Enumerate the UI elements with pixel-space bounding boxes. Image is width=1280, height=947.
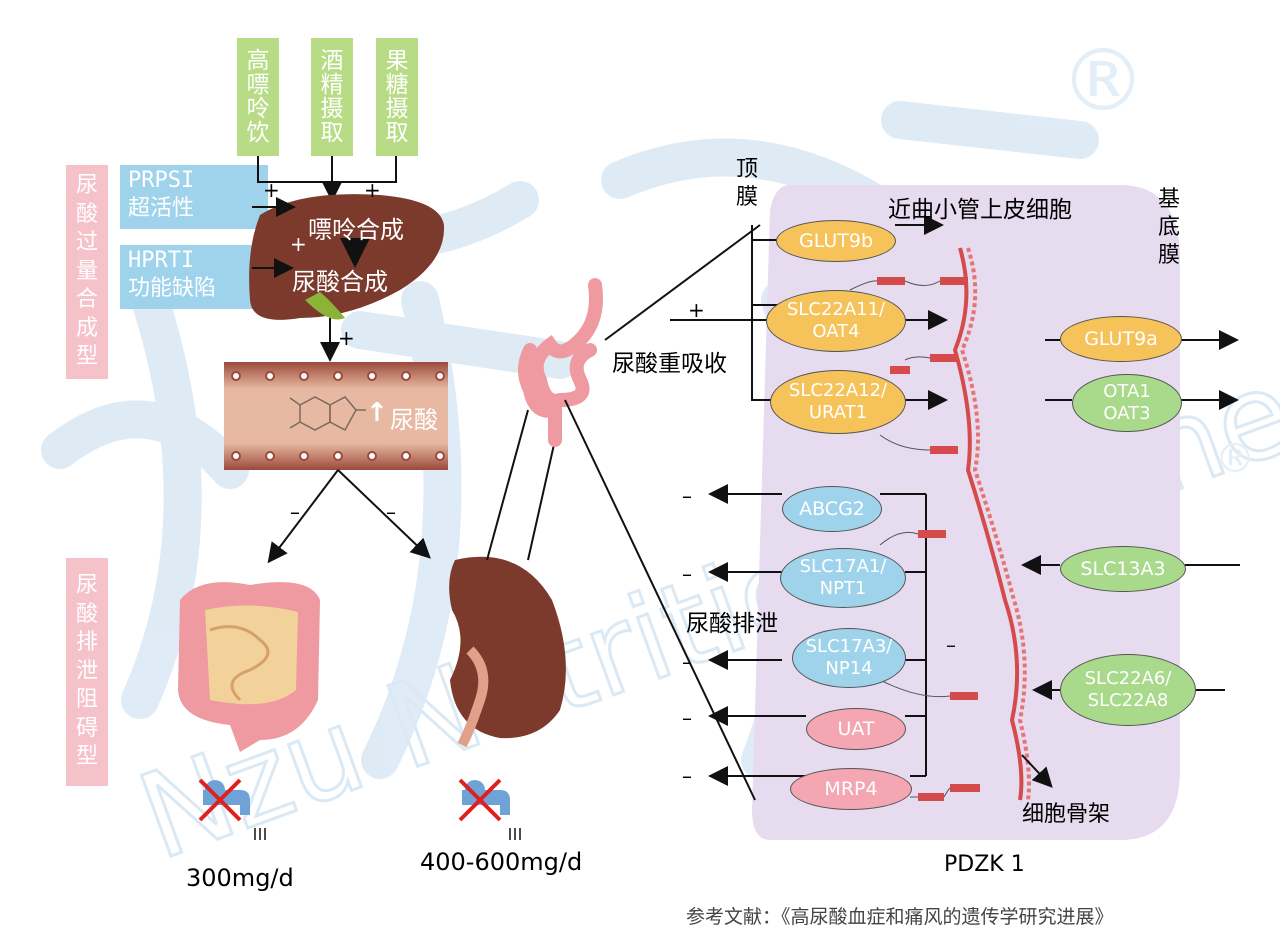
cytoskeleton-chain [952,247,1031,801]
vessel-split-arrows [267,469,431,564]
vessel-cells [231,371,445,461]
transporter-slc17a1-label: SLC17A1/ NPT1 [799,556,887,599]
plus-liver-out: + [338,326,355,350]
transporter-slc17a3-label: SLC17A3/ NP14 [805,636,893,679]
cytoskeleton-label: 细胞骨架 [1022,802,1111,827]
type-overproduction-text: 尿酸过量合成型 [76,172,99,370]
transporter-abcg2-label: ABCG2 [799,498,865,520]
faucet-intestine-icon [198,778,266,840]
plus-prps1: + [263,178,280,202]
cause-alcohol-text: 酒精摄取 [320,47,344,147]
cause-fructose-text: 果糖摄取 [385,47,409,147]
pdzk1-label: PDZK 1 [944,852,1025,877]
cytoskeleton-arrow [1021,754,1053,788]
transporter-glut9b: GLUT9b [776,220,896,262]
purine-synthesis-label: 嘌呤合成 [308,216,404,244]
enzyme-prps1-state: 超活性 [128,196,195,221]
transporter-uat: UAT [806,708,906,750]
minus-slc17a3: – [946,633,956,657]
reference-citation: 参考文献：《高尿酸血症和痛风的遗传学研究进展》 [686,906,1114,928]
transporter-glut9b-label: GLUT9b [798,230,874,252]
excretion-label: 尿酸排泄 [686,611,778,637]
uric-acid-synthesis-label: 尿酸合成 [292,268,388,296]
transporter-mrp4-label: MRP4 [824,778,878,800]
vessel-up-arrow: ↑ [366,398,388,428]
transporter-slc13a3-label: SLC13A3 [1080,558,1166,580]
cause-high-purine-text: 高嘌呤饮 [246,47,270,147]
excretion-arrows [708,484,927,786]
minus-intestine: – [290,500,300,524]
uric-acid-molecule [289,396,366,432]
enzyme-hprt1-box: HPRTI 功能缺陷 [120,245,268,309]
transporter-slc22a6-label: SLC22A6/ SLC22A8 [1084,668,1172,711]
transporter-slc17a1: SLC17A1/ NPT1 [780,548,906,608]
enzyme-hprt1-state: 功能缺陷 [128,276,217,301]
minus-abcg2: – [682,484,692,508]
type-excretion-blocked-text: 尿酸排泄阻碍型 [76,572,99,770]
transporter-slc22a12: SLC22A12/ URAT1 [770,370,906,434]
cause-connectors [257,156,397,202]
plus-reabsorption: + [688,298,705,322]
minus-slc17a3-out: – [682,650,692,674]
reabsorption-arrows [670,215,948,410]
intestine [178,582,320,752]
pdzk1-linkers [849,277,980,801]
apical-membrane-label: 顶膜 [736,157,759,210]
transporter-slc17a3: SLC17A3/ NP14 [792,628,906,688]
enzyme-prps1-name: PRPSI [128,168,195,193]
transporter-abcg2: ABCG2 [782,486,882,532]
reabsorption-label: 尿酸重吸收 [612,351,727,377]
transporter-uat-label: UAT [837,718,875,740]
left-pathway [178,156,566,840]
plus-fructose: + [364,178,381,202]
transporter-glut9a: GLUT9a [1060,316,1182,362]
cause-high-purine: 高嘌呤饮 [237,38,279,156]
cause-alcohol: 酒精摄取 [311,38,353,156]
intestine-amount: 300mg/d [186,864,294,892]
watermark-registered-2: ® [1215,436,1255,482]
cell-label: 近曲小管上皮细胞 [888,197,1072,223]
plus-hprt1: + [290,232,307,256]
kidney-amount: 400-600mg/d [420,848,583,876]
transporter-ota1-oat3-label: OTA1 OAT3 [1103,381,1151,424]
vessel-uric-acid-label: 尿酸 [390,406,438,434]
basal-arrows [1021,330,1240,700]
minus-uat: – [682,706,692,730]
kidney [449,556,566,748]
faucet-kidney-icon [458,778,521,840]
transporter-slc22a11: SLC22A11/ OAT4 [766,290,906,352]
transporter-slc22a11-label: SLC22A11/ OAT4 [786,299,886,342]
type-overproduction: 尿酸过量合成型 [66,165,108,379]
minus-slc17a1: – [682,562,692,586]
transporter-slc22a12-label: SLC22A12/ URAT1 [788,380,888,423]
minus-kidney: – [386,500,396,524]
nephron-tubule [518,278,603,447]
kidney-nephron-lines [486,409,556,561]
gallbladder-shape [305,292,345,320]
minus-mrp4: – [682,764,692,788]
transporter-mrp4: MRP4 [790,768,912,810]
type-excretion-blocked: 尿酸排泄阻碍型 [66,558,108,786]
transporter-ota1-oat3: OTA1 OAT3 [1072,374,1182,432]
cause-fructose: 果糖摄取 [376,38,418,156]
transporter-glut9a-label: GLUT9a [1084,328,1158,350]
enzyme-hprt1-name: HPRTI [128,248,195,273]
enzyme-prps1-box: PRPSI 超活性 [120,165,268,229]
basolateral-membrane-label: 基底膜 [1158,187,1181,268]
transporter-slc13a3: SLC13A3 [1060,546,1186,592]
transporter-slc22a6: SLC22A6/ SLC22A8 [1060,654,1196,726]
watermark-registered-1: ® [1060,31,1146,131]
